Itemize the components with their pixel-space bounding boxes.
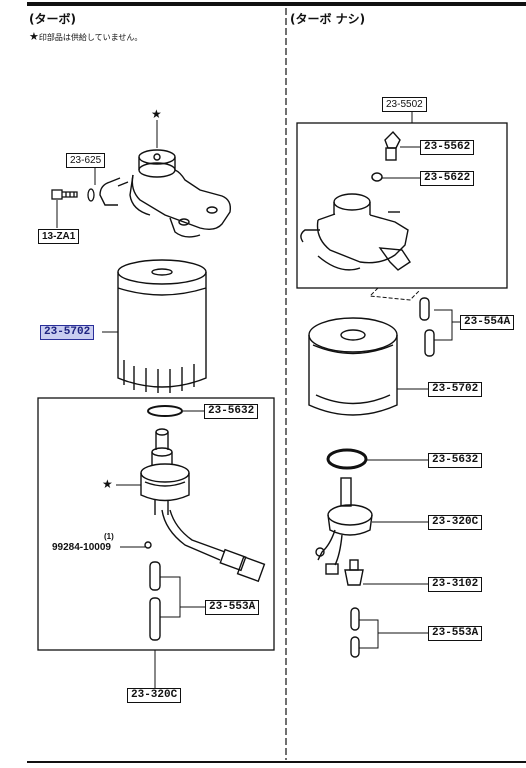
right-o-ring [326,448,368,470]
right-head-box [296,122,508,289]
right-filter-head [300,193,411,271]
part-label-99284-10009[interactable]: 99284-10009 [52,542,111,553]
part-label-23-5502[interactable]: 23-5502 [382,97,427,112]
part-label-23-554a[interactable]: 23-554A [460,315,515,330]
part-label-23-5622[interactable]: 23-5622 [420,171,475,186]
header-left: (ターボ) [29,12,76,26]
right-sensor-body [315,477,373,575]
part-label-23-553a-left[interactable]: 23-553A [205,600,260,615]
part-label-23-5702-right[interactable]: 23-5702 [428,382,483,397]
top-rule [27,2,526,6]
part-label-23-3102[interactable]: 23-3102 [428,577,483,592]
star-icon: ★ [151,107,162,121]
left-sensor-body [140,428,266,583]
left-filter-head [99,149,232,238]
left-assembly-box [37,397,275,651]
part-label-23-320c-left[interactable]: 23-320C [127,688,182,703]
part-label-23-625[interactable]: 23-625 [66,153,106,168]
part-label-13-za1[interactable]: 13-ZA1 [38,229,80,244]
star-icon: ★ [102,477,113,491]
part-label-23-320c-right[interactable]: 23-320C [428,515,483,530]
part-label-23-5562[interactable]: 23-5562 [420,140,475,155]
right-drain-plug [344,559,364,586]
supply-note: ★印部品は供給していません。 [29,30,142,43]
supply-note-text: 印部品は供給していません。 [38,33,143,42]
right-hose-upper [419,297,435,357]
left-o-ring [147,405,183,417]
part-label-23-5632-right[interactable]: 23-5632 [428,453,483,468]
left-filter-cartridge [117,259,207,393]
qty-99284: (1) [104,532,114,541]
left-washer [87,188,95,202]
left-hose-pieces [149,561,161,641]
left-bolt [51,189,78,200]
right-o-ring-small [371,172,383,182]
right-hose-lower [350,607,360,658]
part-label-23-5702-left[interactable]: 23-5702 [40,325,95,340]
right-filter-cartridge [308,317,398,416]
header-right: (ターボ ナシ) [290,12,366,26]
part-label-23-5632-left[interactable]: 23-5632 [204,404,259,419]
part-label-23-553a-right[interactable]: 23-553A [428,626,483,641]
star-icon: ★ [29,30,39,43]
right-bleed-screw [384,130,401,161]
